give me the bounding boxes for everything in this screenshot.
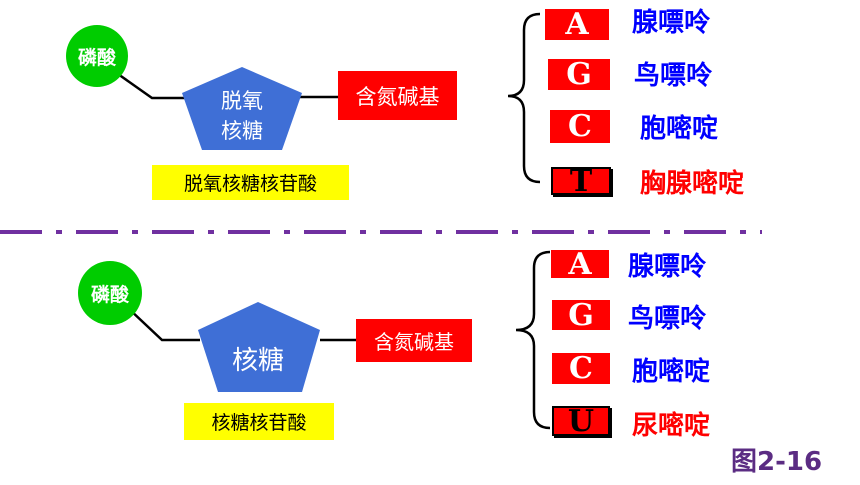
top-base-letter-a: A	[545, 7, 609, 42]
top-base-name-guanine: 鸟嘌呤	[634, 61, 713, 91]
top-base-name-cytosine: 胞嘧啶	[640, 114, 719, 144]
bottom-base-name-adenine: 腺嘌呤	[628, 252, 707, 282]
bottom-phosphate-bond	[127, 307, 200, 342]
top-base-name-thymine: 胸腺嘧啶	[640, 169, 745, 199]
bottom-caption-text: 核糖核苷酸	[211, 412, 307, 434]
bottom-base-letter-a: A	[551, 247, 609, 282]
top-bracket	[507, 12, 541, 184]
top-phosphate-circle: 磷酸	[66, 25, 128, 87]
top-base-name-adenine: 腺嘌呤	[632, 8, 711, 38]
figure-label: 图2-16	[731, 447, 823, 477]
bottom-base-name-guanine: 鸟嘌呤	[628, 304, 707, 334]
top-sugar-line-2: 核糖	[221, 119, 263, 143]
bottom-bracket	[515, 250, 551, 430]
bottom-base-letter-g: G	[552, 298, 610, 333]
bottom-phosphate-circle: 磷酸	[78, 261, 142, 325]
bottom-caption: 核糖核苷酸	[184, 403, 334, 440]
top-sugar-line-1: 脱氧	[221, 89, 263, 113]
bottom-base-letter-c: C	[552, 351, 610, 386]
bottom-phosphate-label: 磷酸	[90, 283, 129, 306]
top-base-label: 含氮碱基	[355, 84, 440, 109]
bottom-base-box: 含氮碱基	[356, 319, 472, 362]
top-sugar-label: 脱氧 核糖	[200, 86, 284, 146]
top-phosphate-bond	[117, 72, 188, 100]
bottom-base-name-uracil: 尿嘧啶	[632, 411, 711, 441]
bottom-base-letter-u: U	[552, 404, 610, 439]
top-base-box: 含氮碱基	[338, 71, 457, 120]
bottom-ribose-pentagon	[198, 302, 320, 392]
bottom-base-name-cytosine: 胞嘧啶	[632, 357, 711, 387]
top-base-letter-t: T	[551, 164, 611, 199]
top-base-letter-c: C	[550, 109, 610, 144]
top-caption-text: 脱氧核糖核苷酸	[183, 173, 317, 195]
top-deoxyribose-pentagon	[182, 67, 302, 150]
top-phosphate-label: 磷酸	[77, 46, 116, 69]
bottom-sugar-label: 核糖	[231, 346, 284, 376]
bottom-base-label: 含氮碱基	[374, 330, 454, 354]
top-base-letter-g: G	[548, 57, 610, 92]
top-caption: 脱氧核糖核苷酸	[152, 165, 349, 200]
